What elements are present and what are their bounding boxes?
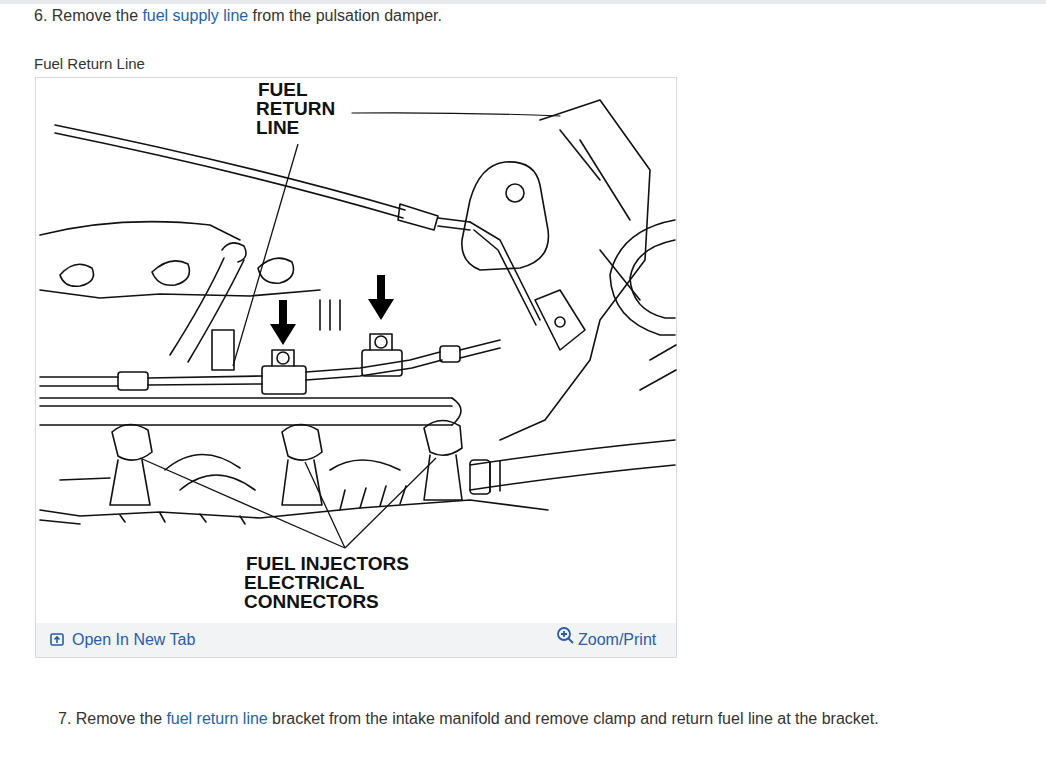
toolbar-link-group: Open In New Tab <box>72 630 195 650</box>
figure-frame <box>36 78 677 658</box>
engine-drawing <box>40 100 676 524</box>
zoom-icon <box>558 628 573 643</box>
leader-line <box>140 144 436 548</box>
toolbar-link-group: Zoom/Print <box>578 630 656 650</box>
pointer-arrow <box>270 275 394 345</box>
part-label-group: FUEL RETURN LINE <box>256 80 356 137</box>
part-label: FUEL INJECTORS ELECTRICAL CONNECTORS <box>244 553 409 612</box>
figure-caption-group: Fuel Return Line <box>34 55 145 73</box>
top-rule <box>0 0 1046 4</box>
text-link: fuel return line <box>166 710 267 727</box>
instruction-step-group: 6. Remove thefuel supply line from the pu… <box>34 6 442 26</box>
instruction-step: 7. Remove the <box>58 710 162 727</box>
part-label-group: FUEL INJECTORS ELECTRICAL CONNECTORS <box>244 554 444 611</box>
open-tab-icon <box>51 634 63 645</box>
text-link: fuel supply line <box>142 7 248 24</box>
instruction-step-group: 7. Remove thefuel return line bracket fro… <box>58 709 879 729</box>
instruction-step: from the pulsation damper. <box>253 7 442 24</box>
rail-bracket <box>212 330 234 370</box>
figure-toolbar <box>36 623 676 657</box>
toolbar-link: Zoom/Print <box>578 631 656 648</box>
figure-caption: Fuel Return Line <box>34 55 145 72</box>
toolbar-link: Open In New Tab <box>72 631 195 648</box>
instruction-step: bracket from the intake manifold and rem… <box>272 710 879 727</box>
instruction-step: 6. Remove the <box>34 7 138 24</box>
part-label: FUEL RETURN LINE <box>256 79 335 138</box>
